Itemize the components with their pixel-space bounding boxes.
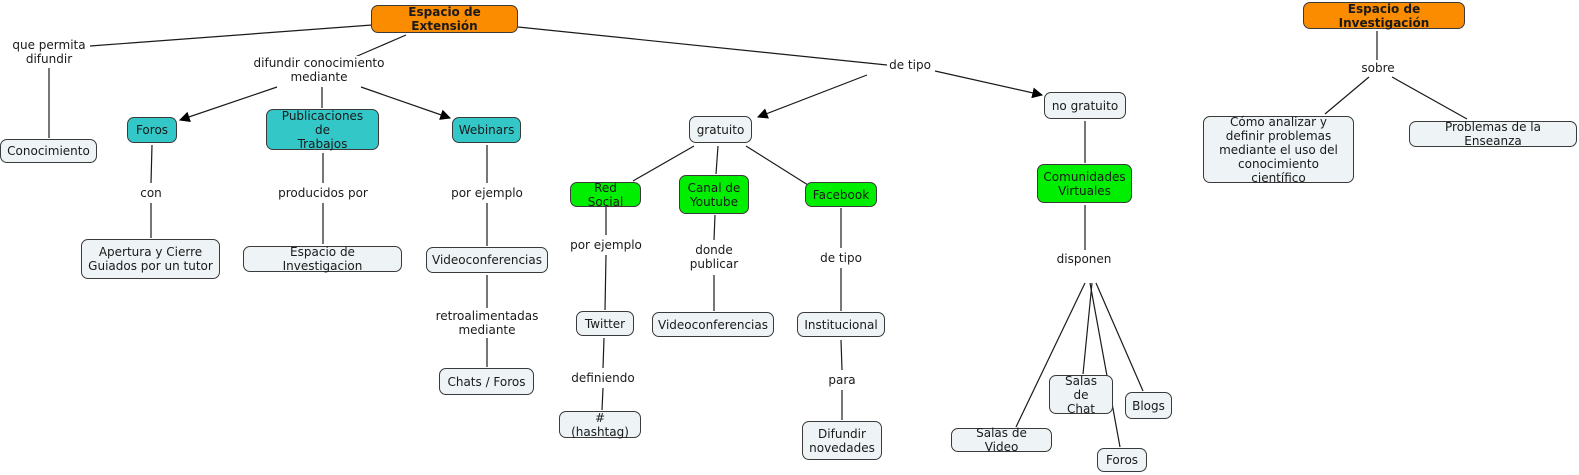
connector xyxy=(1095,282,1144,392)
node-foros-comunidades[interactable]: Foros xyxy=(1097,448,1147,472)
link-donde-publicar: donde publicar xyxy=(687,243,741,271)
connector xyxy=(360,86,452,120)
connector xyxy=(178,86,278,122)
connector xyxy=(517,26,888,66)
link-difundir-conocimiento-mediante: difundir conocimiento mediante xyxy=(251,56,387,84)
link-para: para xyxy=(826,373,858,387)
link-definiendo: definiendo xyxy=(569,371,637,385)
connector xyxy=(756,74,868,119)
connector xyxy=(632,145,695,182)
link-por-ejemplo-webinars: por ejemplo xyxy=(449,186,525,200)
node-apertura-y-cierre[interactable]: Apertura y Cierre Guiados por un tutor xyxy=(81,239,220,279)
connector xyxy=(150,144,153,184)
connector xyxy=(1391,76,1468,120)
node-twitter[interactable]: Twitter xyxy=(576,311,634,336)
node-espacio-de-investigacion[interactable]: Espacio de Investigación xyxy=(1303,2,1465,30)
connector xyxy=(745,145,809,186)
node-conocimiento[interactable]: Conocimiento xyxy=(0,139,97,163)
node-foros[interactable]: Foros xyxy=(127,117,177,143)
node-chats-foros[interactable]: Chats / Foros xyxy=(439,368,534,395)
connector xyxy=(354,34,407,58)
connector xyxy=(89,24,373,47)
connector xyxy=(934,70,1044,99)
node-como-analizar[interactable]: Cómo analizar y definir problemas median… xyxy=(1203,115,1354,185)
link-de-tipo-facebook: de tipo xyxy=(818,251,864,265)
connector xyxy=(1015,282,1086,428)
node-videoconferencias-youtube[interactable]: Videoconferencias xyxy=(652,312,774,337)
node-red-social[interactable]: Red Social xyxy=(570,181,641,209)
connector xyxy=(601,387,604,411)
node-canal-de-youtube[interactable]: Canal de Youtube xyxy=(679,175,749,214)
connector xyxy=(602,337,605,369)
node-no-gratuito[interactable]: no gratuito xyxy=(1044,92,1126,119)
node-gratuito[interactable]: gratuito xyxy=(689,116,752,143)
node-problemas-de-la-ensenanza[interactable]: Problemas de la Enseanza xyxy=(1409,120,1577,148)
connector xyxy=(715,145,719,175)
connector xyxy=(604,254,607,311)
node-facebook[interactable]: Facebook xyxy=(805,182,877,207)
node-salas-de-video[interactable]: Salas de Video xyxy=(951,426,1052,454)
node-hashtag[interactable]: # (hashtag) xyxy=(559,411,641,439)
node-videoconferencias-webinars[interactable]: Videoconferencias xyxy=(426,247,548,273)
node-salas-de-chat[interactable]: Salas de Chat xyxy=(1049,374,1113,416)
link-retroalimentadas-mediante: retroalimentadas mediante xyxy=(433,309,541,337)
connector xyxy=(713,214,716,241)
connector xyxy=(1324,76,1370,115)
connector xyxy=(840,339,843,371)
node-publicaciones-de-trabajos[interactable]: Publicaciones de Trabajos xyxy=(266,109,379,151)
node-espacio-de-investigacion-sub[interactable]: Espacio de Investigacion xyxy=(243,245,402,273)
link-disponen: disponen xyxy=(1054,252,1114,266)
link-producidos-por: producidos por xyxy=(276,186,370,200)
node-espacio-de-extension[interactable]: Espacio de Extensión xyxy=(371,5,518,33)
link-que-permita-difundir: que permita difundir xyxy=(10,38,88,66)
node-webinars[interactable]: Webinars xyxy=(452,117,521,143)
link-de-tipo: de tipo xyxy=(887,58,933,72)
node-difundir-novedades[interactable]: Difundir novedades xyxy=(802,421,882,460)
connector xyxy=(1082,282,1093,375)
link-sobre: sobre xyxy=(1359,61,1397,75)
link-por-ejemplo-red-social: por ejemplo xyxy=(568,238,644,252)
node-blogs[interactable]: Blogs xyxy=(1125,392,1172,419)
node-comunidades-virtuales[interactable]: Comunidades Virtuales xyxy=(1037,164,1132,203)
connector xyxy=(1089,282,1121,448)
node-institucional[interactable]: Institucional xyxy=(797,312,885,337)
link-con: con xyxy=(138,186,164,200)
